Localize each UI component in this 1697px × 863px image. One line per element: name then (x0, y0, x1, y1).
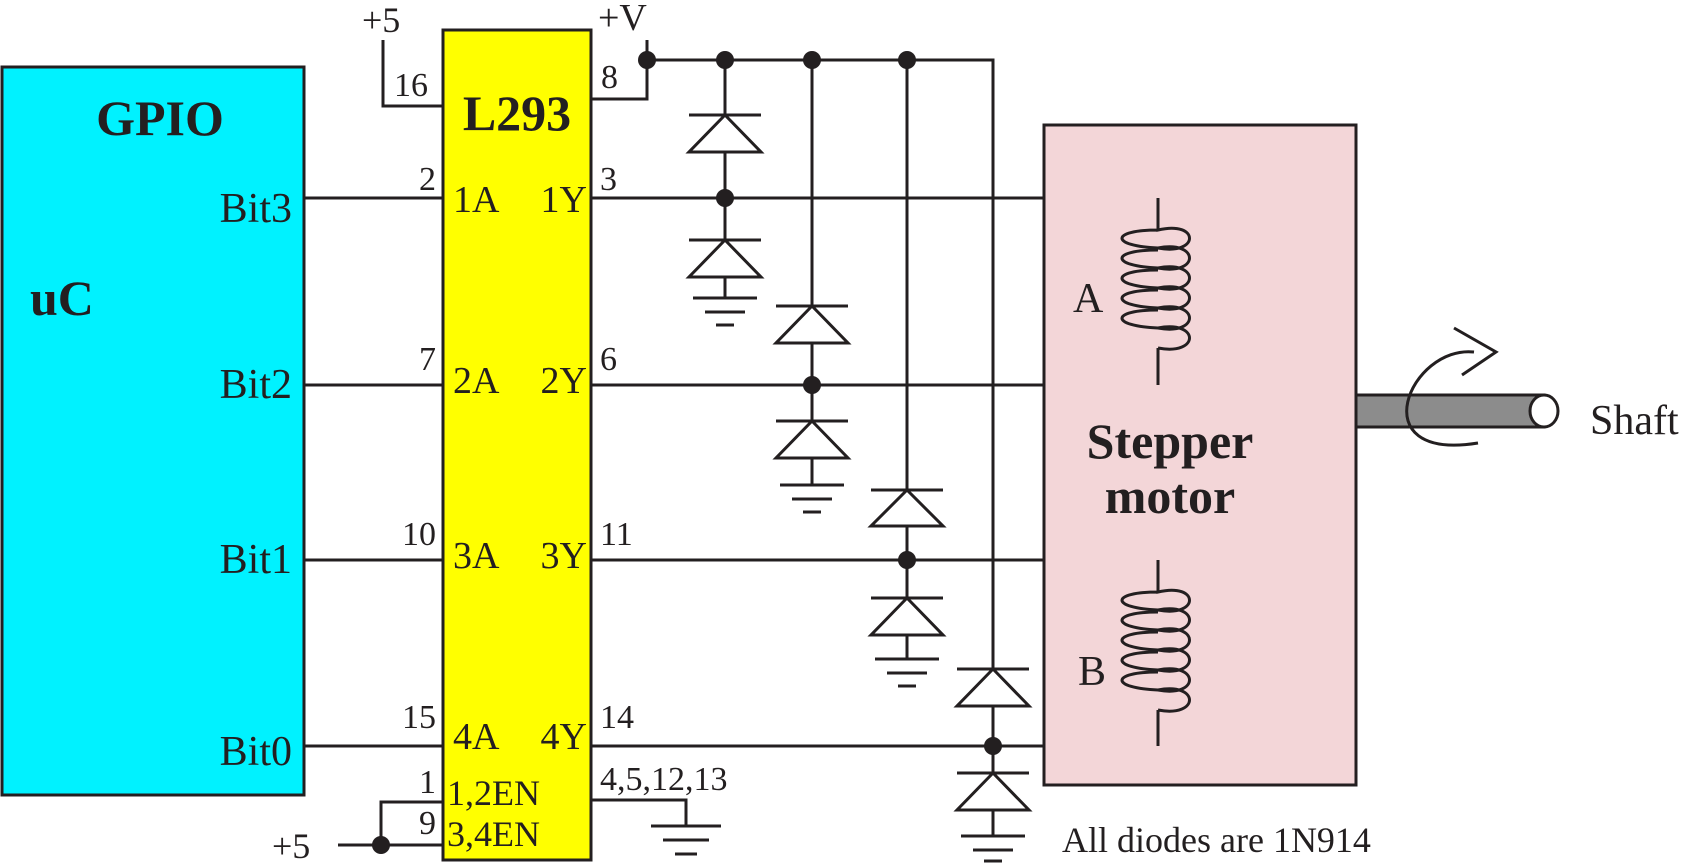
input-4a-label: 4A (453, 716, 500, 758)
pin11-label: 11 (600, 516, 633, 553)
ground-symbol (875, 657, 939, 688)
enable-wire (338, 800, 443, 847)
shaft-label: Shaft (1590, 398, 1679, 444)
output-1y-label: 1Y (541, 179, 587, 221)
uc-label: uC (30, 270, 94, 326)
junction-dot (803, 51, 821, 69)
pin14-label: 14 (600, 699, 634, 736)
clamp-diode (685, 237, 765, 279)
pin9-label: 9 (419, 805, 436, 842)
junction-dot (716, 51, 734, 69)
ground-symbol (693, 296, 757, 327)
shaft (1354, 393, 1546, 429)
input-2a-label: 2A (453, 360, 500, 402)
clamp-diode (953, 770, 1033, 812)
clamp-diode (685, 112, 765, 154)
pin15-label: 15 (402, 699, 436, 736)
junction-dot (898, 51, 916, 69)
enable-12-label: 1,2EN (447, 773, 540, 813)
ground-symbol (780, 483, 844, 514)
pin16-label: 16 (394, 67, 428, 104)
ground-symbol (651, 824, 721, 856)
pin2-label: 2 (419, 161, 436, 198)
plus-v-label: +V (598, 0, 647, 39)
junction-dot (372, 836, 390, 854)
vcc2-wire (591, 60, 649, 101)
plus-v-rail (645, 40, 995, 672)
diode-note: All diodes are 1N914 (1062, 820, 1371, 860)
vcc1-wire (381, 40, 443, 108)
junction-dot (638, 51, 656, 69)
motor-title-line1: Stepper (1087, 413, 1254, 469)
ground-symbol (961, 834, 1025, 863)
clamp-diode (772, 303, 852, 345)
coil-b-winding (1120, 560, 1191, 746)
junction-dot (803, 376, 821, 394)
output-3y-label: 3Y (541, 535, 587, 577)
motor-title-line2: motor (1105, 468, 1236, 524)
coil-a-winding (1120, 198, 1191, 385)
junction-dot (984, 737, 1002, 755)
clamp-diode (867, 487, 947, 528)
pin3-label: 3 (600, 161, 617, 198)
clamp-diode (867, 595, 947, 637)
l293-label: L293 (463, 85, 571, 141)
pin6-label: 6 (600, 341, 617, 378)
bit1-label: Bit1 (220, 537, 292, 583)
shaft-end (1528, 393, 1560, 429)
junction-dot (716, 189, 734, 207)
coil-b-label: B (1078, 649, 1106, 695)
input-1a-label: 1A (453, 179, 500, 221)
bit3-label: Bit3 (220, 186, 292, 232)
clamp-diode (953, 666, 1033, 708)
gpio-label: GPIO (96, 90, 224, 146)
enable-34-label: 3,4EN (447, 814, 540, 854)
bit2-label: Bit2 (220, 362, 292, 408)
output-2y-label: 2Y (541, 360, 587, 402)
pin8-label: 8 (601, 59, 618, 96)
output-4y-label: 4Y (541, 716, 587, 758)
l293-box (441, 28, 593, 862)
motor-box (1042, 123, 1358, 787)
pin1-label: 1 (419, 764, 436, 801)
junction-dot (898, 551, 916, 569)
plus5-bottom-label: +5 (272, 826, 310, 863)
bit0-label: Bit0 (220, 729, 292, 775)
pin10-label: 10 (402, 516, 436, 553)
rotation-arrow-icon (1405, 326, 1499, 447)
ground-pins-label: 4,5,12,13 (600, 761, 728, 798)
coil-a-label: A (1073, 276, 1104, 322)
ground-wire (591, 798, 688, 826)
microcontroller-box (0, 65, 306, 797)
clamp-diode (772, 418, 852, 460)
plus5-top-label: +5 (362, 0, 400, 40)
input-3a-label: 3A (453, 535, 500, 577)
pin7-label: 7 (419, 341, 436, 378)
